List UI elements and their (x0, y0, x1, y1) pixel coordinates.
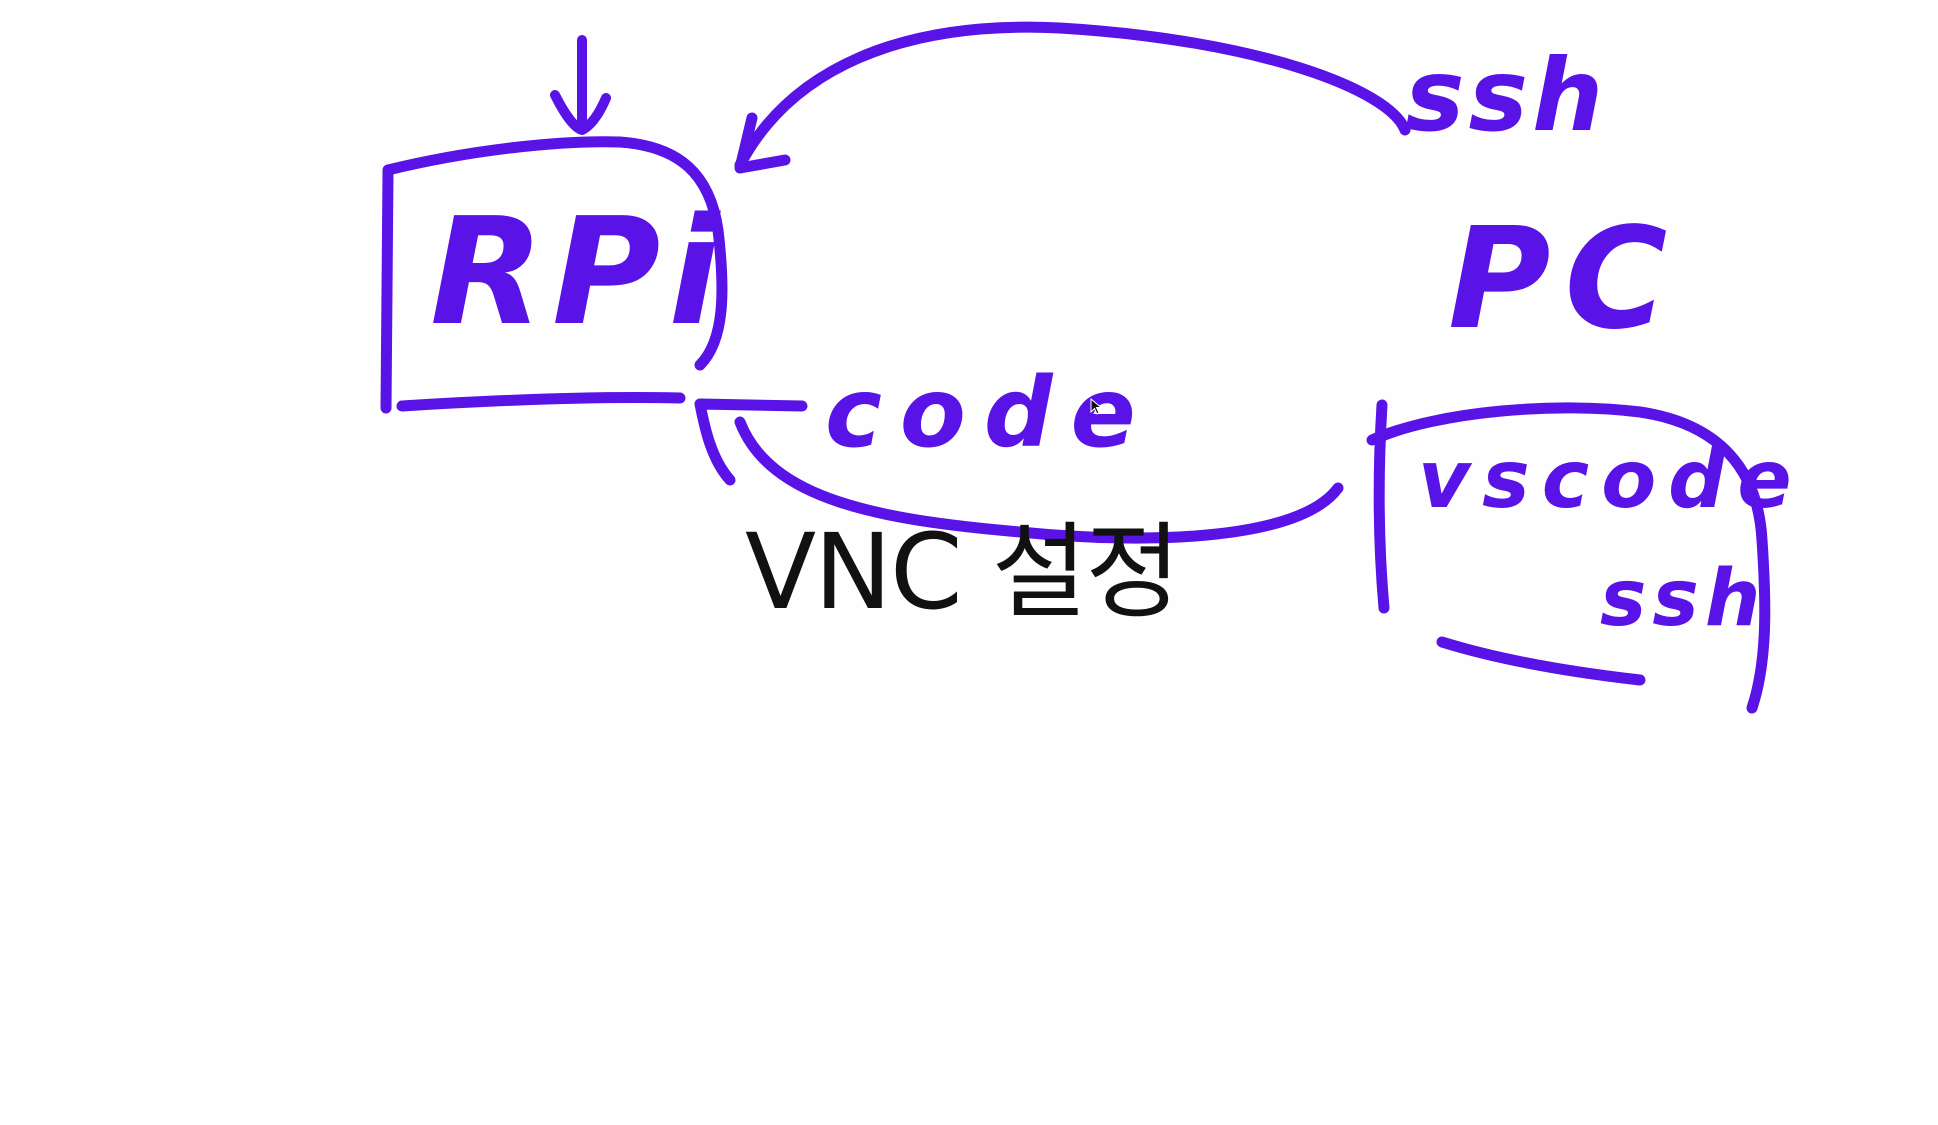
rpi-node-box (380, 35, 728, 414)
vscode-box-left-edge (1373, 399, 1390, 614)
code-edge-label: code (825, 357, 1154, 469)
rpi-box-bottom-edge (396, 391, 686, 412)
rpi-box-top-edge (382, 136, 728, 371)
edge-vscode-to-rpi (694, 398, 1344, 544)
incoming-arrow-head (550, 90, 611, 135)
mouse-pointer-icon (1090, 398, 1103, 415)
vscode-box-bottom-edge (1436, 636, 1646, 686)
rpi-label: RPi (430, 186, 728, 358)
vscode-node-box (1366, 399, 1771, 714)
code-arrow-head (694, 398, 808, 486)
vscode-ssh-label: ssh (1600, 554, 1767, 644)
pc-label: PC (1448, 198, 1682, 361)
edge-pc-to-rpi (734, 21, 1411, 174)
vscode-box-top-edge (1366, 402, 1771, 714)
caption-title: VNC 설정 (745, 511, 1181, 633)
ssh-edge-label: ssh (1405, 37, 1608, 154)
vscode-label: vscode (1418, 433, 1804, 526)
ssh-arrow-curve (734, 21, 1411, 171)
code-arrow-curve (734, 416, 1344, 544)
rpi-box-left-edge (380, 166, 394, 414)
ssh-arrow-head (734, 112, 791, 174)
